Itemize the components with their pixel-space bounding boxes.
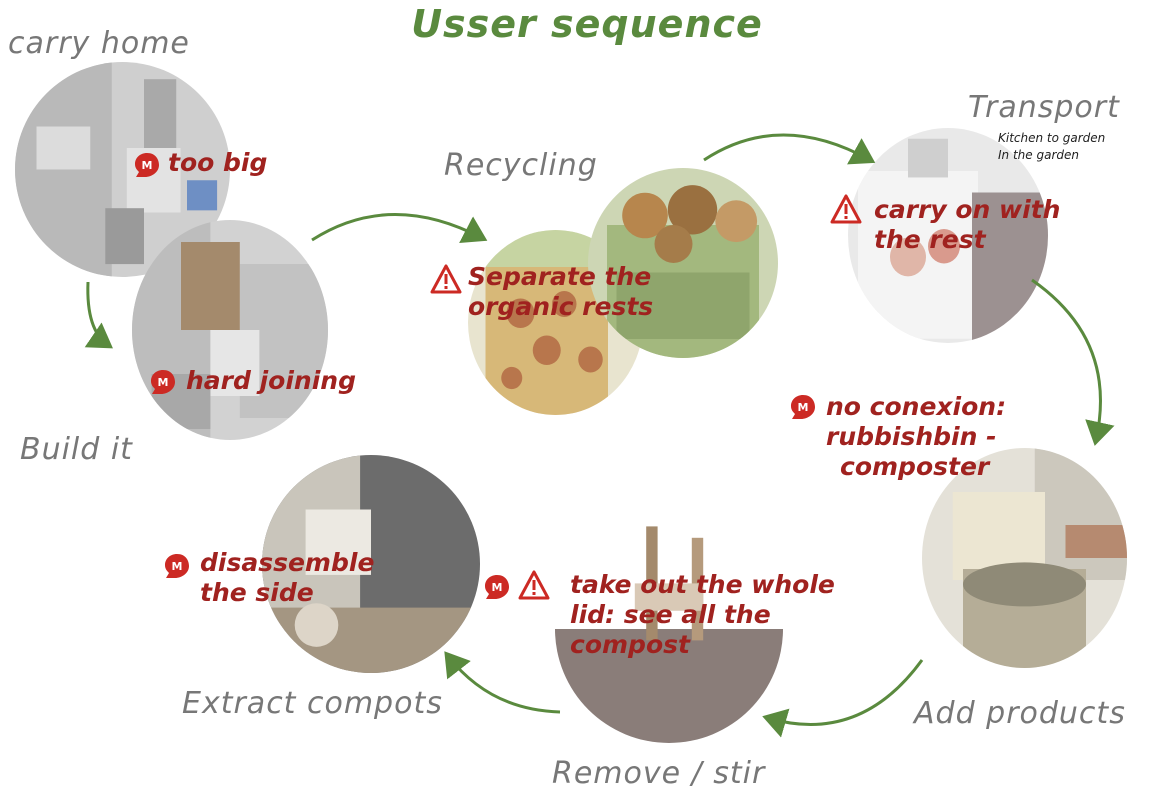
arrow-recycling-to-transport [703,133,876,165]
issue-no-conexion-line-3: composter [840,452,990,481]
transport-notes: Kitchen to garden In the garden [998,130,1105,164]
issue-disassemble-line-2: the side [200,578,314,607]
svg-text:M: M [142,159,153,172]
warning-triangle-icon [518,570,550,600]
issue-take-out-line-1: take out the whole [570,570,835,599]
svg-text:M: M [158,376,169,389]
m-leaf-icon: M [151,370,175,394]
issue-take-out: take out the whole lid: see all the comp… [570,570,835,660]
m-leaf-icon: M [791,395,815,419]
issue-no-conexion-line-1: no conexion: [826,392,1007,421]
issue-take-out-line-3: compost [570,630,690,659]
stage-build-it: Build it [20,432,133,467]
arrow-build-to-recycling [311,213,488,243]
svg-text:M: M [492,581,503,594]
issue-no-conexion: no conexion: rubbishbin - composter [826,392,1006,482]
photo-recycling-bin [588,168,778,358]
issue-separate-line-1: Separate the [468,262,652,291]
stage-transport: Transport [968,90,1120,125]
warning-triangle-icon [830,194,862,224]
issue-disassemble-line-1: disassemble [200,548,375,577]
m-leaf-icon: M [485,575,509,599]
issue-too-big-line-1: too big [168,148,268,177]
transport-note-1: Kitchen to garden [998,131,1106,145]
arrow-carry-to-build [84,281,113,349]
arrow-add-to-remove [762,659,924,738]
issue-separate-line-2: organic rests [468,292,654,321]
svg-text:M: M [172,560,183,573]
m-leaf-icon: M [165,554,189,578]
issue-disassemble: disassemble the side [200,548,374,608]
stage-carry-home: carry home [8,26,190,61]
stage-remove-stir: Remove / stir [552,756,766,791]
svg-text:M: M [798,401,809,414]
issue-take-out-line-2: lid: see all the [570,600,771,629]
issue-carry-on-line-2: the rest [874,225,986,254]
issue-carry-on-line-1: carry on with [874,195,1061,224]
photo-remove-stir [555,515,783,743]
issue-hard-joining: hard joining [186,366,356,396]
photo-build-it [132,220,328,440]
m-leaf-icon: M [135,153,159,177]
stage-recycling: Recycling [444,148,598,183]
warning-triangle-icon [430,264,462,294]
issue-hard-joining-line-1: hard joining [186,366,356,395]
photo-add-products [922,448,1127,668]
issue-no-conexion-line-2: rubbishbin - [826,422,997,451]
photo-transport [848,128,1048,343]
stage-extract: Extract compots [182,686,443,721]
transport-note-2: In the garden [998,148,1079,162]
issue-carry-on: carry on with the rest [874,195,1060,255]
photo-extract [262,455,480,673]
stage-add-products: Add products [914,696,1126,731]
issue-separate: Separate the organic rests [468,262,653,322]
photo-carry-home [15,62,230,277]
diagram-title: Usser sequence [411,2,763,46]
issue-too-big: too big [168,148,267,178]
